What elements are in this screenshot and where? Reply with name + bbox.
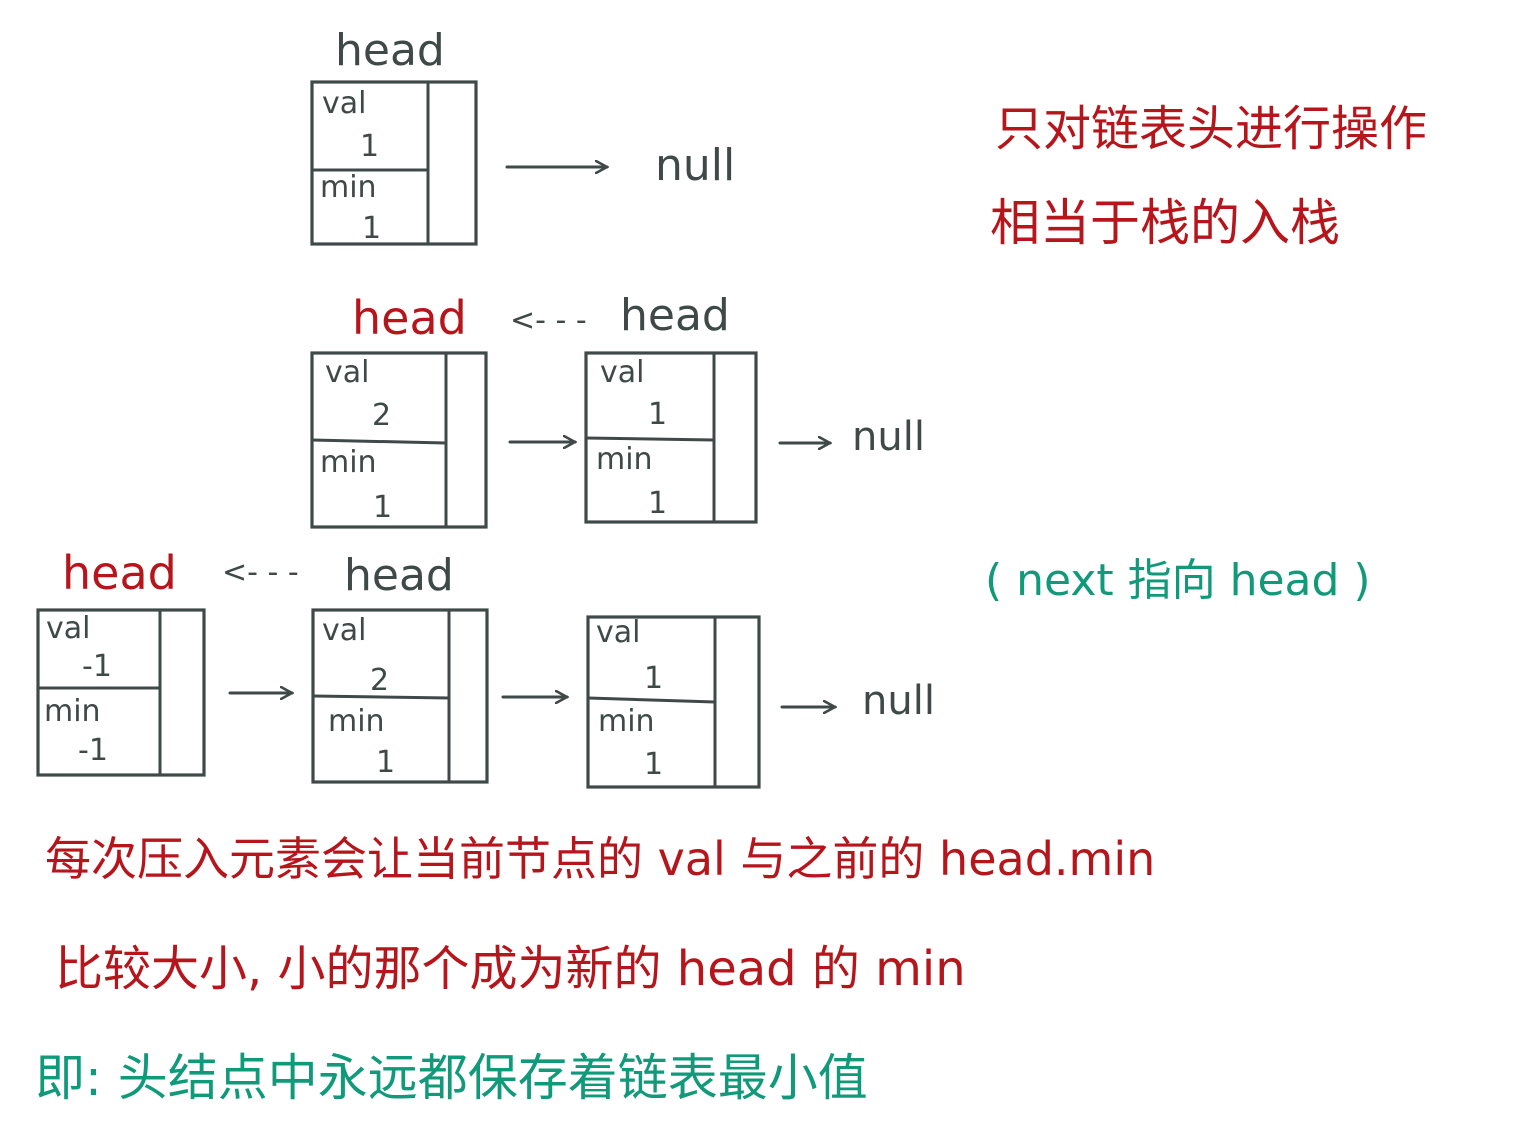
node-val-label: val [322,86,366,121]
node-min-value: 1 [362,211,381,246]
node-val-value: 1 [644,661,663,696]
node-val-value: 1 [360,129,379,164]
node-val-label: val [322,613,366,648]
node-min-value: 1 [373,490,392,525]
row1-head-label: head [335,25,445,76]
node-min-label: min [320,170,377,205]
node-val-value: 2 [372,398,391,433]
note-operation-line2: 相当于栈的入栈 [990,194,1340,252]
row2-new-head-label: head [352,291,467,345]
node-min-value: 1 [376,745,395,780]
node-val-value: -1 [82,649,112,684]
explain-line2: 比较大小, 小的那个成为新的 head 的 min [55,941,966,997]
node-val-label: val [325,355,369,390]
node-min-label: min [44,694,101,729]
row1-null: null [655,140,735,191]
row3-node-3: val 1 min 1 [586,615,761,789]
explain-line1: 每次压入元素会让当前节点的 val 与之前的 head.min [45,832,1155,886]
node-min-value: 1 [644,747,663,782]
node-min-value: 1 [648,486,667,521]
node-val-value: 2 [370,663,389,698]
row3-new-head-label: head [62,546,177,600]
row3-move-arrow: <- - - [222,555,299,590]
note-next-points-to-head: ( next 指向 head ) [985,555,1371,606]
row1-node-1: val 1 min 1 [310,80,478,246]
row2-node-1: val 2 min 1 [310,351,488,529]
node-val-label: val [596,615,640,650]
row2-old-head-label: head [620,290,730,341]
node-min-label: min [320,445,377,480]
row3-old-head-label: head [344,550,454,601]
row3-node-1: val -1 min -1 [36,608,206,777]
node-val-label: val [46,611,90,646]
row2-move-arrow: <- - - [510,303,587,338]
row2-null: null [852,414,925,460]
node-val-label: val [600,355,644,390]
note-operation-line1: 只对链表头进行操作 [995,101,1427,157]
row2-node-2: val 1 min 1 [584,351,758,524]
node-val-value: 1 [648,397,667,432]
node-min-label: min [328,704,385,739]
summary-line: 即: 头结点中永远都保存着链表最小值 [35,1049,868,1107]
node-min-label: min [596,442,653,477]
row3-node-2: val 2 min 1 [311,608,489,784]
row3-null: null [862,678,935,724]
node-min-value: -1 [78,733,108,768]
node-min-label: min [598,704,655,739]
